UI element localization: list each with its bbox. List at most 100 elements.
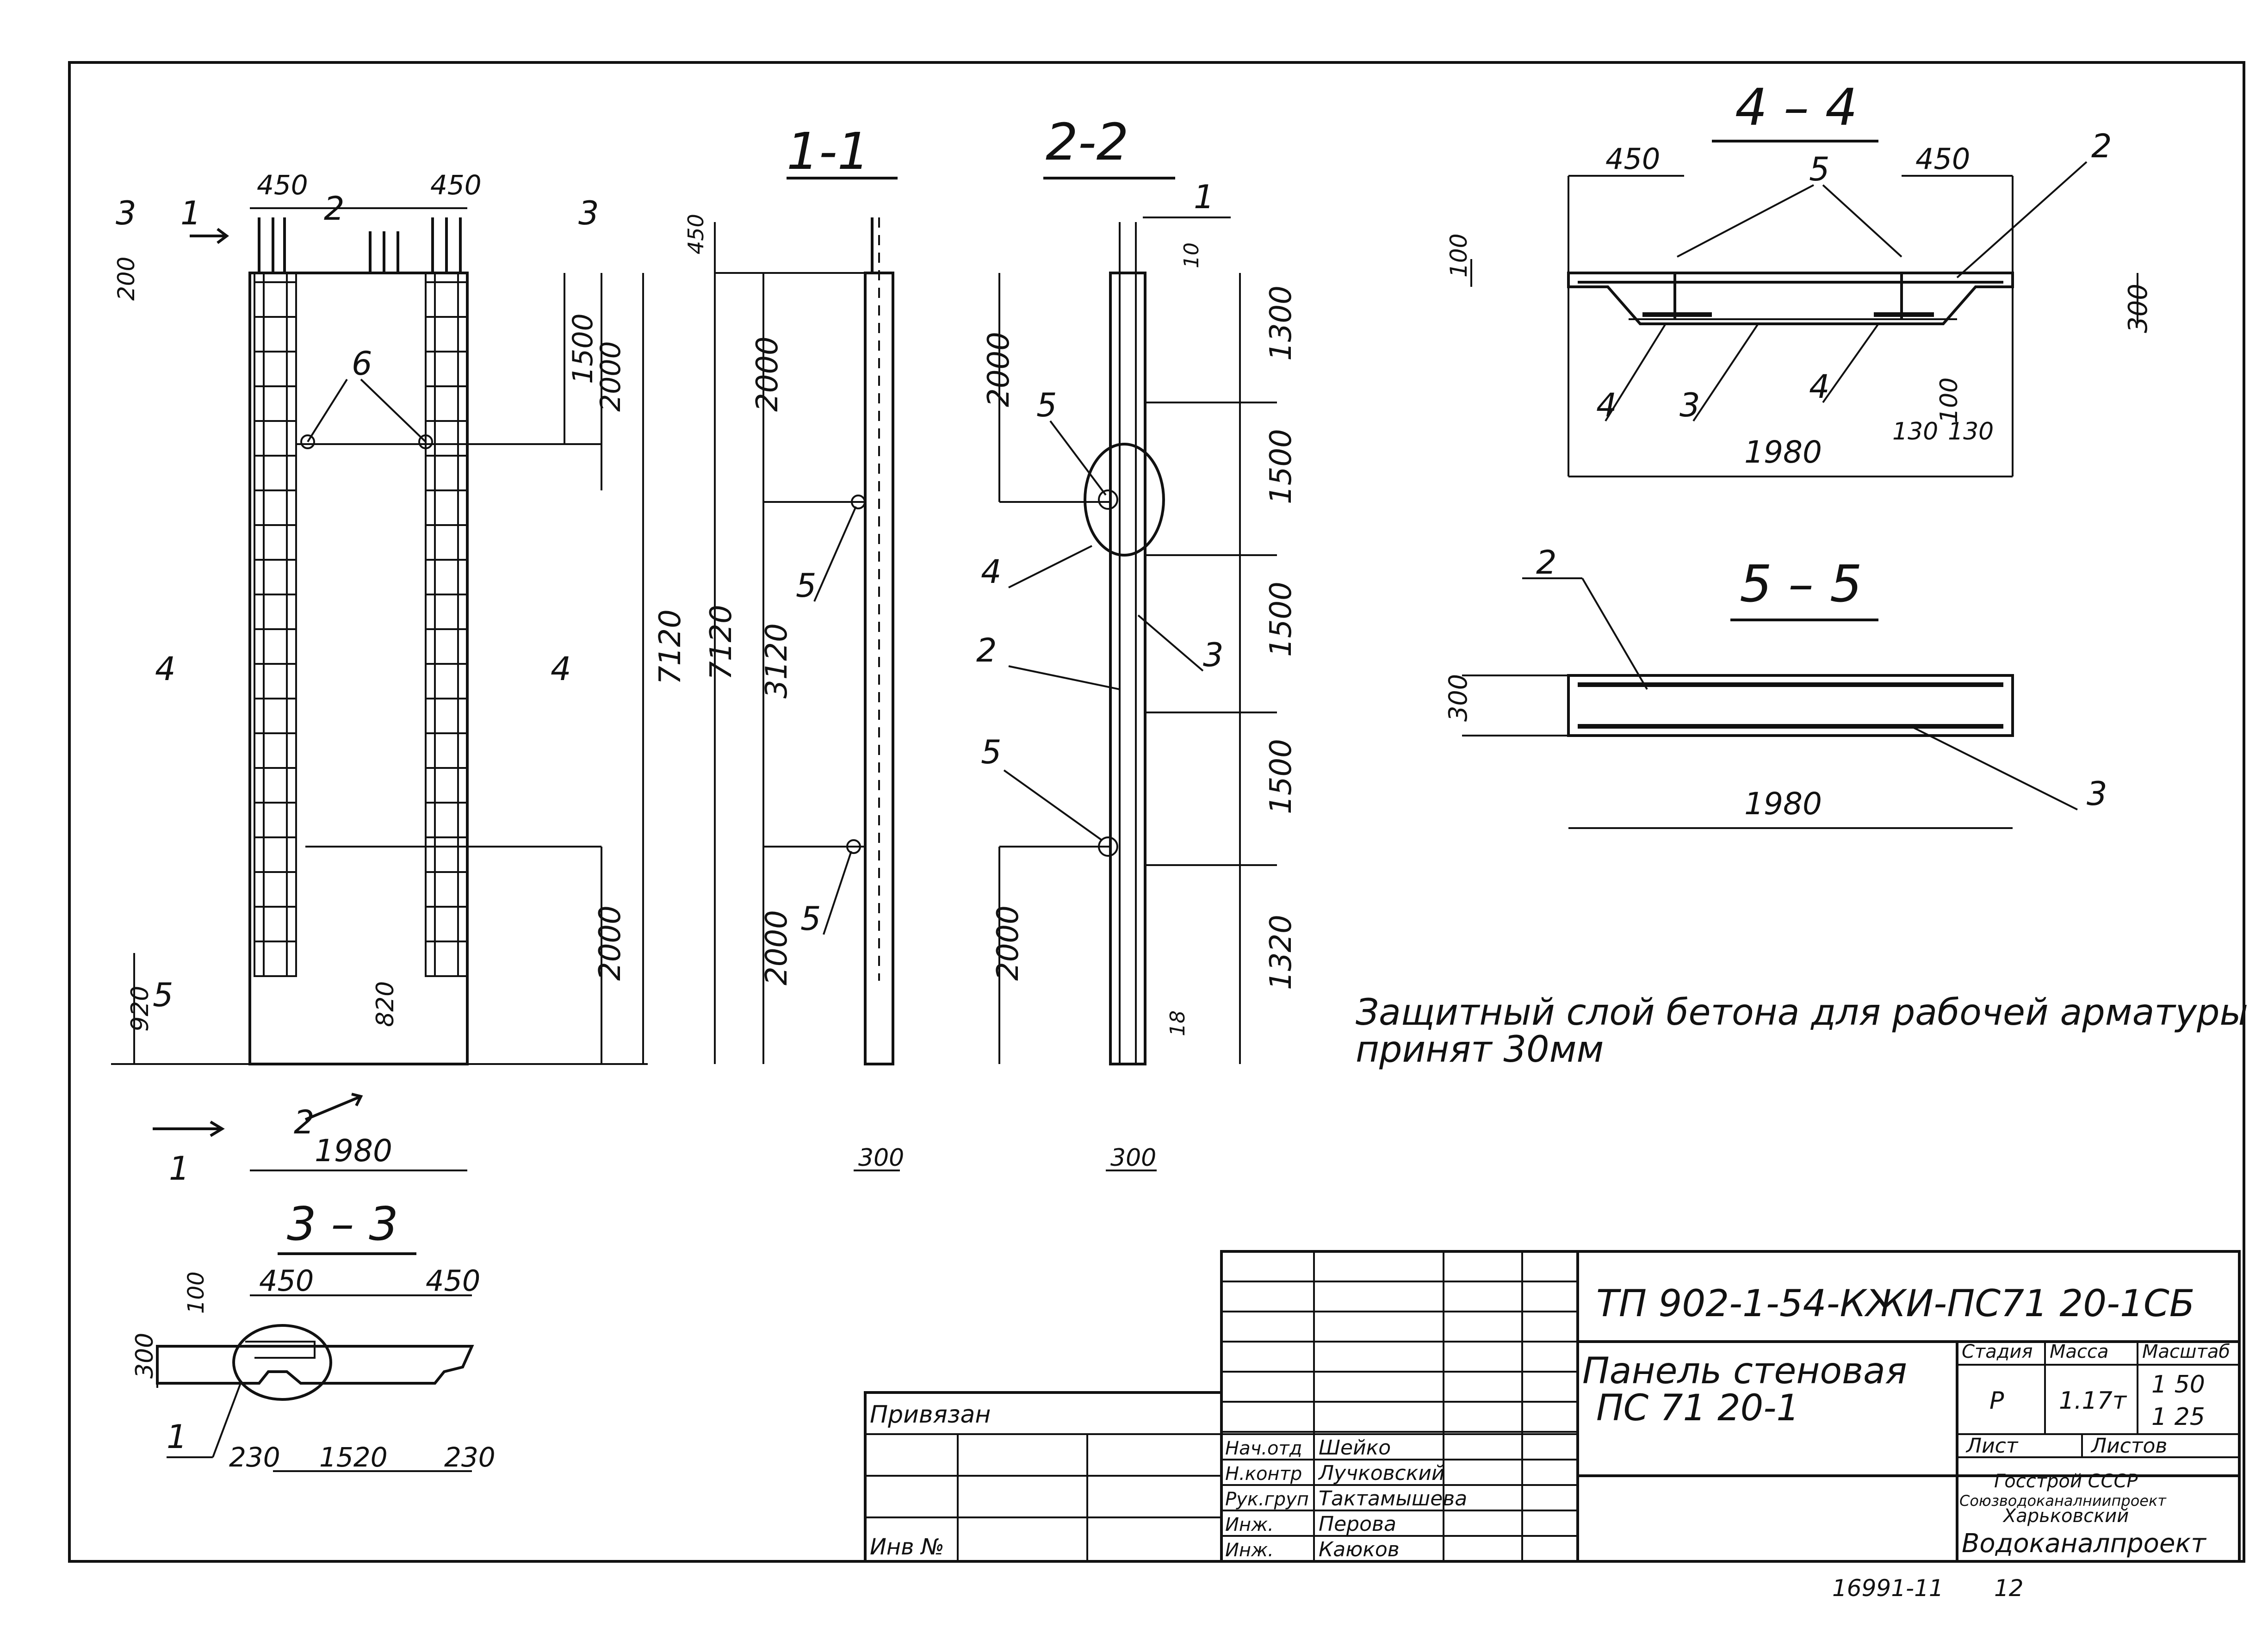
section-4-4: 4 – 4 450 450 100 300 130 100 130 1980 5…: [1445, 78, 2153, 477]
section-mark-1-bottom: 1: [169, 1150, 190, 1188]
org-line-3: Харьковский: [2002, 1505, 2129, 1527]
dim-2000-top: 2000: [750, 336, 785, 412]
section-mark-3-right: 3: [578, 194, 599, 232]
detail-callout: [232, 1324, 332, 1401]
dim-230-left: 230: [229, 1442, 280, 1473]
note-line-1: Защитный слой бетона для рабочей арматур…: [1356, 992, 2248, 1034]
section-mark-2-top: 2: [324, 190, 345, 228]
dim-130-right: 130: [1948, 418, 1994, 446]
sheet-frame: [68, 61, 2245, 1563]
section-mark-5: 5: [153, 976, 174, 1014]
scale-value-2: 1 25: [2151, 1403, 2205, 1431]
section-1-1: 1-1 450 2000 3120 7120 2000 5 5 300: [683, 122, 904, 1172]
mark-3: 3: [1203, 636, 1224, 674]
dim-2000-bottom: 2000: [991, 905, 1025, 981]
dim-10: 10: [1180, 242, 1203, 268]
dim-top-left: 450: [257, 169, 308, 201]
name-4: Каюков: [1319, 1538, 1400, 1561]
dim-2000-bottom: 2000: [760, 910, 794, 985]
section-2-2-title: 2-2: [1046, 112, 1129, 172]
section-3-3-title: 3 – 3: [287, 1197, 398, 1251]
section-mark-4-left: 4: [155, 650, 176, 688]
section-arrow: [190, 228, 229, 244]
dim-130-left: 130: [1892, 418, 1938, 446]
dim-width: 1980: [1744, 786, 1822, 822]
sheet-header: Лист: [1965, 1434, 2019, 1458]
dim-7120: 7120: [653, 609, 688, 685]
dim-thickness: 300: [1110, 1144, 1156, 1172]
dim-1500: 1500: [567, 313, 599, 384]
dim-width: 1980: [1744, 434, 1822, 470]
dim-2000-top: 2000: [982, 332, 1016, 407]
section-1-1-title: 1-1: [787, 122, 870, 181]
dim-300: 300: [131, 1333, 159, 1379]
title-block: Нач.отдН.контрРук.групИнж.Инж.ШейкоЛучко…: [864, 1250, 2241, 1563]
role-2: Рук.груп: [1225, 1489, 1309, 1510]
dim-18: 18: [1166, 1010, 1190, 1036]
dim-450-right: 450: [1915, 142, 1970, 176]
name-3: Перова: [1319, 1512, 1396, 1536]
dim-450-right: 450: [426, 1264, 480, 1298]
dim-100: 100: [1445, 234, 1472, 278]
dim-820: 820: [372, 981, 399, 1027]
section-2-2-outline: [1109, 272, 1146, 1065]
mark-2: 2: [976, 631, 997, 669]
name-0: Шейко: [1319, 1436, 1391, 1460]
section-mark-1-top: 1: [180, 194, 201, 232]
stage-header: Стадия: [1962, 1341, 2033, 1362]
scale-header: Масштаб: [2142, 1341, 2230, 1362]
org-line-1: Госстрой СССР: [1994, 1471, 2138, 1492]
dim-1500-b: 1500: [1264, 582, 1298, 657]
section-5-5: 5 – 5 300 1980 2 3: [1444, 544, 2107, 829]
section-5-5-outline: [1567, 674, 2014, 737]
dim-300: 300: [1444, 674, 1473, 722]
scale-value-1: 1 50: [2151, 1371, 2205, 1399]
dim-top-right: 450: [430, 169, 482, 201]
section-mark-2-bottom: 2: [294, 1103, 315, 1141]
mark-5: 5: [1809, 150, 1830, 188]
top-bars: [258, 217, 462, 273]
dim-2000-top: 2000: [595, 341, 627, 412]
section-4-4-profile: [1567, 272, 2014, 325]
footer-right: 12: [1994, 1575, 2024, 1602]
section-3-3: 3 – 3 450 450 100 300 230 1520 230 1: [131, 1197, 496, 1473]
ladder-rungs: [254, 281, 467, 942]
dim-width: 1980: [315, 1133, 392, 1169]
section-mark-3-left: 3: [116, 194, 136, 232]
mark-5-lower: 5: [800, 900, 821, 938]
doc-name-line-1: Панель стеновая: [1582, 1350, 1907, 1392]
dim-100-bottom: 100: [1935, 378, 1963, 423]
mass-value: 1.17т: [2059, 1387, 2127, 1415]
mark-2: 2: [1536, 544, 1557, 582]
doc-code: ТП 902-1-54-КЖИ-ПС71 20-1СБ: [1596, 1282, 2195, 1325]
role-0: Нач.отд: [1225, 1438, 1302, 1459]
dim-thickness: 300: [858, 1144, 904, 1172]
mark-3: 3: [1679, 386, 1700, 424]
section-4-4-title: 4 – 4: [1735, 78, 1858, 137]
title-block-rows: Нач.отдН.контрРук.групИнж.Инж.ШейкоЛучко…: [1221, 1281, 1578, 1562]
mark-4: 4: [981, 553, 1002, 591]
mark-5-upper: 5: [796, 567, 817, 605]
lifting-hole-left: [300, 434, 315, 449]
name-1: Лучковский: [1318, 1461, 1445, 1485]
dim-230-right: 230: [444, 1442, 496, 1473]
dim-450-left: 450: [259, 1264, 314, 1298]
footer-left: 16991-11: [1832, 1575, 1944, 1602]
dim-1520: 1520: [319, 1442, 388, 1473]
doc-name-line-2: ПС 71 20-1: [1596, 1387, 1799, 1429]
dim-2000-bottom: 2000: [593, 905, 627, 981]
stage-value: Р: [1989, 1387, 2004, 1415]
panel-left-leg: [254, 272, 297, 977]
note-line-2: принят 30мм: [1356, 1029, 1604, 1071]
panel-elevation: 6 450 450 200 1500 2000 7120 2000 920 82…: [111, 169, 688, 1188]
section-mark-4-right: 4: [551, 650, 571, 688]
dim-100: 100: [183, 1271, 209, 1314]
mark-1: 1: [1194, 178, 1215, 216]
bound-label: Привязан: [870, 1401, 991, 1429]
dim-920: 920: [126, 986, 154, 1032]
dim-1500-c: 1500: [1264, 739, 1298, 814]
dim-1300: 1300: [1264, 285, 1298, 361]
mark-1: 1: [167, 1418, 187, 1456]
section-5-5-title: 5 – 5: [1740, 554, 1862, 613]
